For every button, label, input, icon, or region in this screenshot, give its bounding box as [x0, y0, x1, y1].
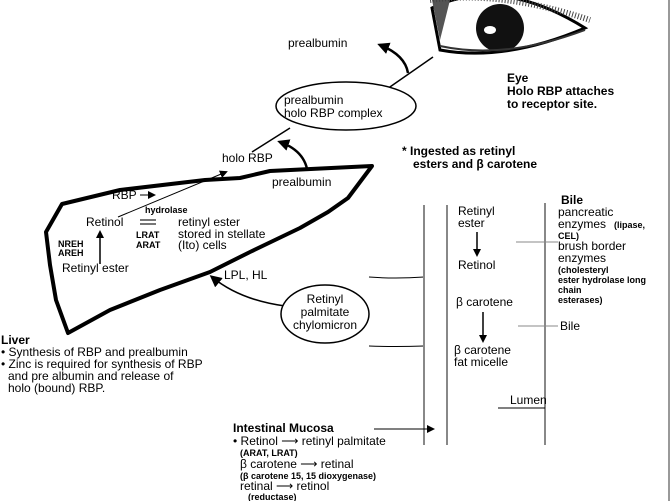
chylomicron-line-3: chylomicron — [293, 318, 357, 332]
ingested-line-2: esters and β carotene — [413, 157, 537, 171]
pointer-lines — [516, 241, 558, 327]
cel-label: CEL) — [558, 231, 579, 241]
liver-note-2a: • Zinc is required for synthesis of RBP — [1, 357, 203, 371]
lipase-label: (lipase, — [614, 220, 645, 230]
stored-line-1: retinyl ester — [178, 215, 240, 229]
lpl-hl-label: LPL, HL — [224, 268, 268, 282]
liver-note-2b: and pre albumin and release of — [8, 369, 174, 383]
nreh-label: NREH — [58, 239, 84, 249]
mucosa-line-4: (β carotene 15, 15 dioxygenase) — [240, 471, 376, 481]
eye-connector — [386, 56, 434, 90]
lumen-retinyl-1: Retinyl — [458, 204, 495, 218]
retinol-label: Retinol — [86, 215, 123, 229]
chylomicron-ellipse — [280, 284, 370, 344]
ingested-line-1: * Ingested as retinyl — [402, 144, 515, 158]
liver-note-2c: holo (bound) RBP. — [8, 381, 105, 395]
rbp-label: RBP — [112, 188, 137, 202]
lumen-retinol: Retinol — [458, 258, 495, 272]
bile-label-1: Bile — [561, 193, 583, 207]
mucosa-line-3: β carotene ⟶ retinal — [240, 457, 354, 471]
complex-line-2: holo RBP complex — [284, 106, 383, 120]
enzymes-label-2: enzymes — [558, 251, 606, 265]
lrat-label: LRAT — [136, 230, 160, 240]
chylomicron-to-liver-arrow — [209, 275, 286, 307]
stored-line-3: (Ito) cells — [178, 238, 227, 252]
liver-notes-title: Liver — [1, 333, 30, 347]
pancreatic-label: pancreatic — [558, 205, 613, 219]
eye-illustration — [430, 0, 591, 55]
liver-outline — [44, 164, 374, 335]
bile-label-2: Bile — [560, 319, 580, 333]
arat-label: ARAT — [136, 240, 161, 250]
cholesteryl-2: ester hydrolase long — [558, 275, 646, 285]
chylomicron-line-1: Retinyl — [307, 292, 344, 306]
mucosa-line-6: (reductase) — [248, 492, 297, 501]
stored-line-2: stored in stellate — [178, 227, 266, 241]
top-prealbumin-label: prealbumin — [288, 36, 347, 50]
areh-label: AREH — [58, 248, 84, 258]
mucosa-line-5: retinal ⟶ retinol — [240, 479, 329, 493]
enzymes-label-1: enzymes — [558, 217, 606, 231]
hydrolase-label: hydrolase — [145, 205, 188, 215]
brush-border-label: brush border — [558, 239, 626, 253]
prealbumin-release-arrow — [377, 42, 410, 74]
cholesteryl-4: esterases) — [558, 295, 603, 305]
equilibrium-arrows — [140, 219, 156, 225]
complex-line-1: prealbumin — [284, 93, 343, 107]
lumen-retinyl-2: ester — [458, 216, 485, 230]
eye-title: Eye — [507, 71, 529, 85]
prealbumin-complex-ellipse — [275, 81, 417, 131]
chylomicron-line-2: palmitate — [301, 305, 350, 319]
micelle-line-2: fat micelle — [454, 355, 508, 369]
cholesteryl-1: (cholesteryl — [558, 265, 609, 275]
intestinal-membranes — [423, 203, 546, 445]
holo-connector — [251, 127, 291, 153]
micelle-line-1: β carotene — [454, 343, 511, 357]
holo-rbp-label: holo RBP — [222, 151, 273, 165]
mucosa-title: Intestinal Mucosa — [233, 421, 334, 435]
liver-note-1: • Synthesis of RBP and prealbumin — [1, 345, 188, 359]
chylomicron-export-lines — [368, 276, 425, 347]
eye-text-1: Holo RBP attaches — [507, 84, 614, 98]
eye-text-2: to receptor site. — [507, 97, 597, 111]
lumen-bcarotene: β carotene — [456, 295, 513, 309]
mucosa-line-1: • Retinol ⟶ retinyl palmitate — [233, 434, 386, 448]
lumen-label: Lumen — [510, 393, 547, 407]
liver-prealbumin-label: prealbumin — [272, 175, 331, 189]
cholesteryl-3: chain — [558, 285, 582, 295]
liver-retinyl-ester-label: Retinyl ester — [62, 261, 129, 275]
mucosa-line-2: (ARAT, LRAT) — [240, 448, 298, 458]
retinol-to-holo-arrow — [117, 170, 228, 218]
